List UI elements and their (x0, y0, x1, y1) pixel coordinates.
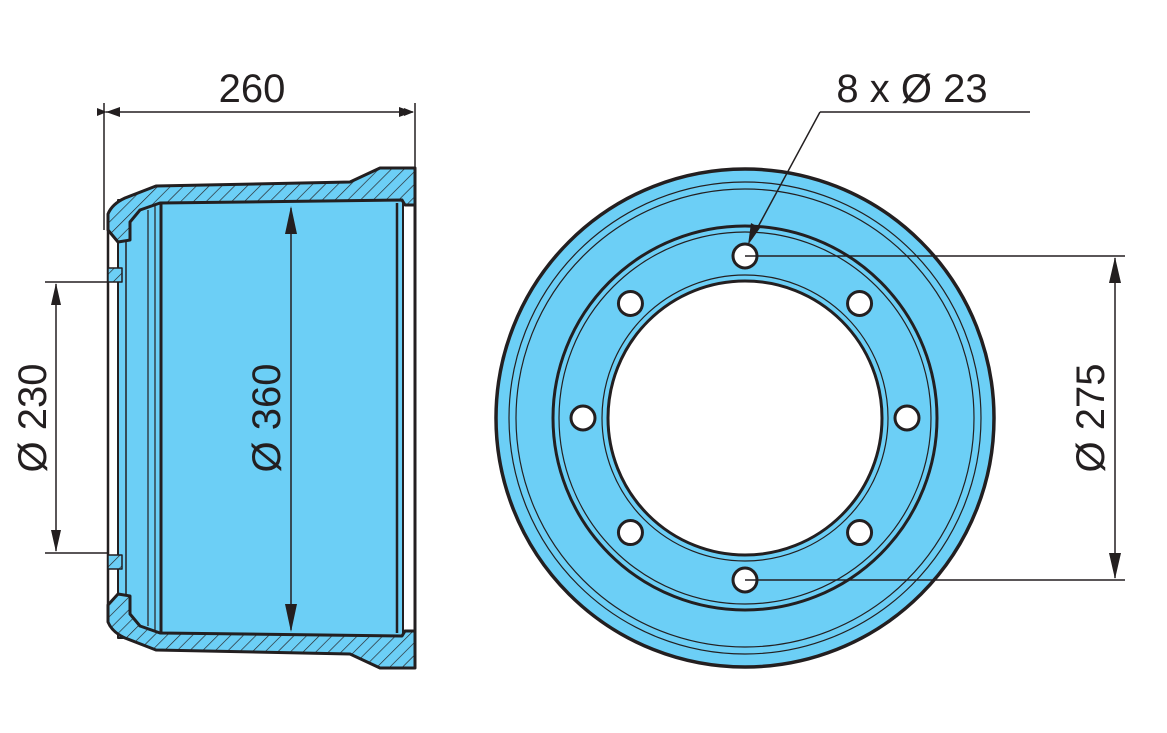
dimension-hub-diameter (45, 281, 108, 554)
bolt-holes (569, 242, 921, 594)
front-view (494, 167, 996, 669)
drum-interior (117, 199, 404, 639)
inner-diameter-label: Ø 360 (245, 364, 289, 473)
bolt-holes-label: 8 x Ø 23 (836, 67, 987, 111)
shell-bottom (106, 592, 417, 670)
bolt-hole (846, 289, 874, 317)
bolt-hole (846, 519, 874, 547)
dimension-inner-diameter (285, 206, 297, 632)
width-label: 260 (219, 67, 286, 111)
dimension-bolt-circle (745, 255, 1125, 581)
dimension-bolt-holes (748, 111, 1030, 245)
bolt-hole (893, 404, 921, 432)
side-view (106, 166, 417, 670)
hub-diameter-label: Ø 230 (11, 364, 55, 473)
bolt-circle-label: Ø 275 (1069, 364, 1113, 473)
shell-top (106, 166, 417, 244)
bolt-hole (616, 289, 644, 317)
dimension-width (97, 103, 416, 230)
bolt-hole (616, 519, 644, 547)
bolt-hole (569, 404, 597, 432)
